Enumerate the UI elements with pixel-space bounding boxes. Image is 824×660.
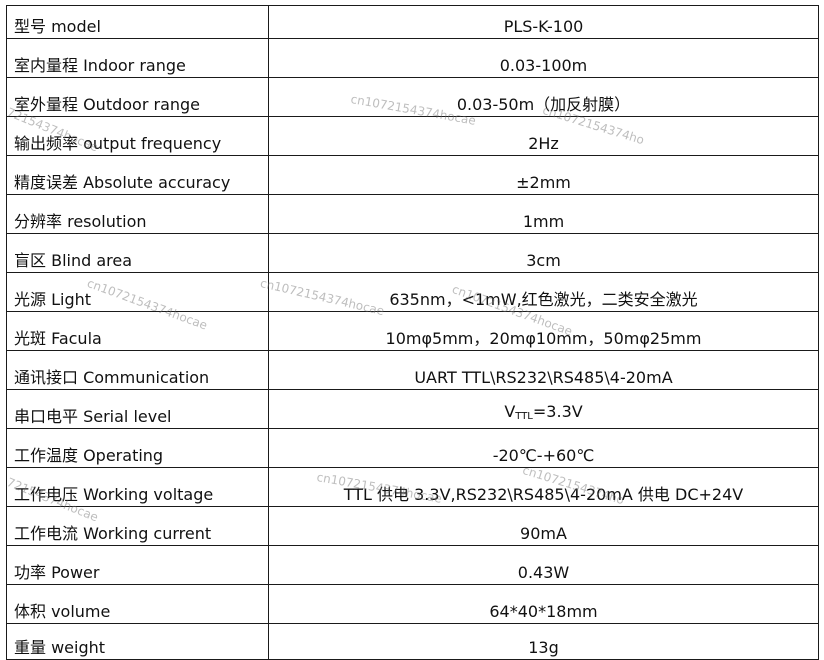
spec-row-communication: 通讯接口 Communication UART TTL\RS232\RS485\… bbox=[6, 350, 819, 390]
spec-value: 2Hz bbox=[268, 116, 819, 156]
spec-value: 90mA bbox=[268, 506, 819, 546]
spec-row-working-voltage: 工作电压 Working voltage TTL 供电 3.3V,RS232\R… bbox=[6, 467, 819, 507]
spec-row-operating-temp: 工作温度 Operating -20℃-+60℃ bbox=[6, 428, 819, 468]
spec-row-resolution: 分辨率 resolution 1mm bbox=[6, 194, 819, 234]
spec-value: -20℃-+60℃ bbox=[268, 428, 819, 468]
spec-value: 3cm bbox=[268, 233, 819, 273]
spec-label: 通讯接口 Communication bbox=[6, 350, 269, 390]
serial-level-suffix: =3.3V bbox=[532, 402, 583, 421]
spec-value: 64*40*18mm bbox=[268, 584, 819, 624]
spec-label: 盲区 Blind area bbox=[6, 233, 269, 273]
spec-label: 输出频率 output frequency bbox=[6, 116, 269, 156]
spec-value: ±2mm bbox=[268, 155, 819, 195]
spec-value: 1mm bbox=[268, 194, 819, 234]
spec-label: 光源 Light bbox=[6, 272, 269, 312]
spec-value: 13g bbox=[268, 623, 819, 660]
spec-label: 精度误差 Absolute accuracy bbox=[6, 155, 269, 195]
spec-table: 型号 model PLS-K-100 室内量程 Indoor range 0.0… bbox=[6, 5, 819, 660]
spec-label: 工作温度 Operating bbox=[6, 428, 269, 468]
spec-label: 光斑 Facula bbox=[6, 311, 269, 351]
spec-label: 室内量程 Indoor range bbox=[6, 38, 269, 78]
spec-row-accuracy: 精度误差 Absolute accuracy ±2mm bbox=[6, 155, 819, 195]
spec-label: 工作电流 Working current bbox=[6, 506, 269, 546]
spec-label: 工作电压 Working voltage bbox=[6, 467, 269, 507]
spec-row-serial-level: 串口电平 Serial level VTTL=3.3V bbox=[6, 389, 819, 429]
spec-row-power: 功率 Power 0.43W bbox=[6, 545, 819, 585]
spec-value: UART TTL\RS232\RS485\4-20mA bbox=[268, 350, 819, 390]
spec-label: 室外量程 Outdoor range bbox=[6, 77, 269, 117]
spec-value: TTL 供电 3.3V,RS232\RS485\4-20mA 供电 DC+24V bbox=[268, 467, 819, 507]
serial-level-prefix: V bbox=[504, 402, 516, 421]
serial-level-subscript: TTL bbox=[515, 411, 533, 422]
spec-label: 重量 weight bbox=[6, 623, 269, 660]
spec-value: 0.43W bbox=[268, 545, 819, 585]
spec-value: VTTL=3.3V bbox=[268, 389, 819, 429]
spec-value: 0.03-50m（加反射膜） bbox=[268, 77, 819, 117]
spec-row-blind-area: 盲区 Blind area 3cm bbox=[6, 233, 819, 273]
spec-value: 635nm，<1mW,红色激光，二类安全激光 bbox=[268, 272, 819, 312]
spec-row-light: 光源 Light 635nm，<1mW,红色激光，二类安全激光 bbox=[6, 272, 819, 312]
spec-label: 型号 model bbox=[6, 5, 269, 39]
spec-row-volume: 体积 volume 64*40*18mm bbox=[6, 584, 819, 624]
spec-label: 分辨率 resolution bbox=[6, 194, 269, 234]
spec-row-working-current: 工作电流 Working current 90mA bbox=[6, 506, 819, 546]
spec-value: 0.03-100m bbox=[268, 38, 819, 78]
spec-row-outdoor-range: 室外量程 Outdoor range 0.03-50m（加反射膜） bbox=[6, 77, 819, 117]
spec-value: 10mφ5mm，20mφ10mm，50mφ25mm bbox=[268, 311, 819, 351]
spec-label: 功率 Power bbox=[6, 545, 269, 585]
spec-row-facula: 光斑 Facula 10mφ5mm，20mφ10mm，50mφ25mm bbox=[6, 311, 819, 351]
spec-label: 串口电平 Serial level bbox=[6, 389, 269, 429]
spec-row-output-frequency: 输出频率 output frequency 2Hz bbox=[6, 116, 819, 156]
spec-row-model: 型号 model PLS-K-100 bbox=[6, 5, 819, 39]
spec-row-indoor-range: 室内量程 Indoor range 0.03-100m bbox=[6, 38, 819, 78]
spec-value: PLS-K-100 bbox=[268, 5, 819, 39]
spec-row-weight: 重量 weight 13g bbox=[6, 623, 819, 660]
spec-label: 体积 volume bbox=[6, 584, 269, 624]
